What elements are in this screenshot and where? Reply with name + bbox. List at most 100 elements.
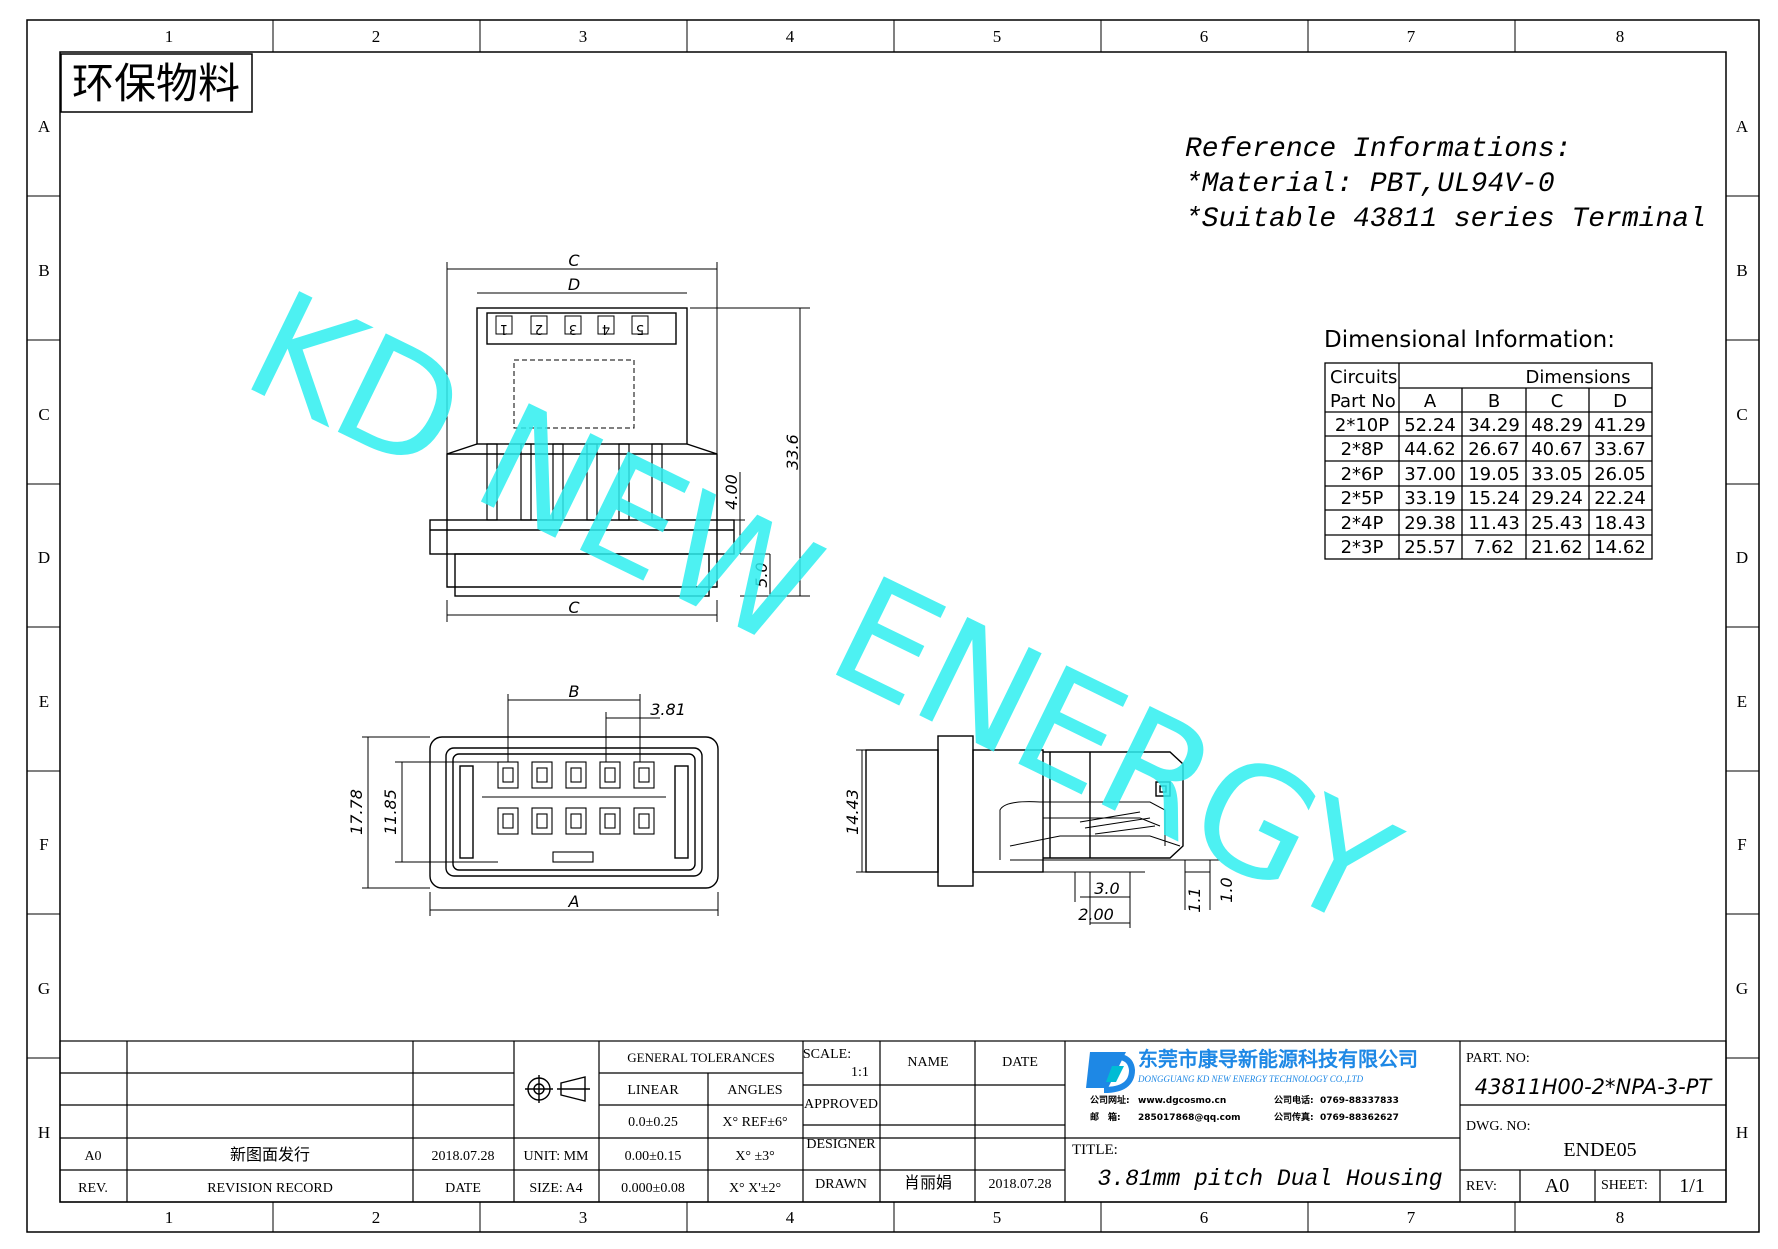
col-label: 8 bbox=[1616, 1208, 1625, 1227]
table-cell: 33.67 bbox=[1594, 439, 1646, 460]
eco-label-box bbox=[60, 53, 253, 113]
table-cell: 25.43 bbox=[1531, 513, 1583, 534]
dim-table-grid bbox=[1324, 362, 1653, 560]
col-label: 2 bbox=[372, 27, 381, 46]
dim-h-total: 33.6 bbox=[783, 434, 802, 470]
table-cell: 21.62 bbox=[1531, 537, 1583, 558]
row-label: G bbox=[1736, 979, 1748, 998]
top-view-labels: C D C 33.6 4.00 5.0 bbox=[568, 251, 802, 617]
title-value: 3.81mm pitch Dual Housing bbox=[1097, 1166, 1442, 1192]
fax-label: 公司传真: bbox=[1274, 1111, 1314, 1123]
dim-info-heading: Dimensional Information: bbox=[1324, 327, 1615, 353]
dim-2-00: 2.00 bbox=[1078, 905, 1114, 924]
part-no-label: PART. NO: bbox=[1466, 1051, 1530, 1066]
top-view bbox=[429, 262, 810, 622]
row-label: A bbox=[38, 117, 51, 136]
unit-label: UNIT: MM bbox=[523, 1149, 589, 1164]
pin-number: 1 bbox=[500, 321, 508, 336]
table-cell: 29.24 bbox=[1531, 488, 1583, 509]
col-label: 6 bbox=[1200, 1208, 1209, 1227]
date-label-2: DATE bbox=[1002, 1055, 1038, 1070]
column-labels-bottom: 1 2 3 4 5 6 7 8 bbox=[165, 1208, 1625, 1227]
table-cell: 14.62 bbox=[1594, 537, 1646, 558]
table-cell: 37.00 bbox=[1404, 464, 1456, 485]
pin-number: 3 bbox=[569, 321, 577, 336]
phone-value: 0769-88337833 bbox=[1320, 1096, 1399, 1106]
rev-value: A0 bbox=[84, 1149, 101, 1164]
general-tol-label: GENERAL TOLERANCES bbox=[627, 1050, 774, 1065]
company-contact: 公司网址: www.dgcosmo.cn 公司电话: 0769-88337833… bbox=[1090, 1094, 1399, 1123]
row-label: H bbox=[38, 1123, 50, 1142]
phone-label: 公司电话: bbox=[1274, 1094, 1314, 1106]
col-label: 1 bbox=[165, 27, 174, 46]
row-labels-left: A B C D E F G H bbox=[38, 117, 51, 1142]
side-view bbox=[856, 735, 1220, 928]
col-header: D bbox=[1613, 391, 1627, 412]
scale-value: 1:1 bbox=[851, 1065, 869, 1080]
revision-text: 新图面发行 bbox=[230, 1146, 310, 1164]
row-label: H bbox=[1736, 1123, 1748, 1142]
pin-numbers: 1 2 3 4 5 bbox=[500, 321, 644, 336]
dwg-no-label: DWG. NO: bbox=[1466, 1119, 1531, 1134]
dim-c-top: C bbox=[568, 251, 580, 270]
tol-linear: 0.000±0.08 bbox=[621, 1181, 685, 1196]
table-cell: 2*8P bbox=[1341, 439, 1384, 460]
title-block-text: A0 新图面发行 2018.07.28 REV. REVISION RECORD… bbox=[78, 1047, 1051, 1196]
table-cell: 26.05 bbox=[1594, 464, 1646, 485]
column-labels-top: 1 2 3 4 5 6 7 8 bbox=[165, 27, 1625, 46]
dim-h-inner: 11.85 bbox=[381, 789, 400, 835]
row-label: C bbox=[1736, 405, 1747, 424]
table-cell: 34.29 bbox=[1468, 415, 1520, 436]
company-logo-icon bbox=[1086, 1052, 1136, 1093]
drawn-label: DRAWN bbox=[815, 1177, 867, 1192]
part-no-label: Part No bbox=[1330, 391, 1396, 412]
tol-angles: X° REF±6° bbox=[722, 1115, 787, 1130]
row-label: D bbox=[38, 548, 50, 567]
tol-linear: 0.00±0.15 bbox=[625, 1149, 682, 1164]
company-name-en: DONGGUANG KD NEW ENERGY TECHNOLOGY CO.,L… bbox=[1137, 1074, 1364, 1084]
table-cell: 52.24 bbox=[1404, 415, 1456, 436]
table-cell: 2*6P bbox=[1341, 464, 1384, 485]
dim-1-0: 1.0 bbox=[1217, 877, 1236, 902]
row-label: F bbox=[39, 835, 48, 854]
linear-label: LINEAR bbox=[627, 1083, 679, 1098]
col-header: B bbox=[1488, 391, 1500, 412]
company-name-cn: 东莞市康导新能源科技有限公司 bbox=[1138, 1047, 1418, 1071]
fax-value: 0769-88362627 bbox=[1320, 1113, 1399, 1123]
date-label: DATE bbox=[445, 1181, 481, 1196]
rev-value-2: A0 bbox=[1545, 1175, 1569, 1197]
row-label: F bbox=[1737, 835, 1746, 854]
column-grid bbox=[272, 20, 1516, 1232]
rev-label: REV. bbox=[78, 1181, 108, 1196]
dim-pitch: 3.81 bbox=[650, 700, 686, 719]
col-label: 5 bbox=[993, 1208, 1002, 1227]
revision-record-label: REVISION RECORD bbox=[207, 1181, 333, 1196]
tol-linear: 0.0±0.25 bbox=[628, 1115, 678, 1130]
dim-c-bottom: C bbox=[568, 598, 580, 617]
dim-a: A bbox=[568, 892, 580, 911]
col-label: 4 bbox=[786, 27, 795, 46]
table-cell: 22.24 bbox=[1594, 488, 1646, 509]
name-label: NAME bbox=[907, 1055, 948, 1070]
rev-label-2: REV: bbox=[1466, 1179, 1497, 1194]
email-value: 285017868@qq.com bbox=[1138, 1113, 1241, 1123]
table-cell: 7.62 bbox=[1474, 537, 1514, 558]
circuits-label: Circuits bbox=[1330, 367, 1397, 388]
approved-label: APPROVED bbox=[804, 1097, 878, 1112]
pin-number: 2 bbox=[535, 321, 543, 336]
table-cell: 11.43 bbox=[1468, 513, 1520, 534]
col-label: 2 bbox=[372, 1208, 381, 1227]
col-label: 1 bbox=[165, 1208, 174, 1227]
dim-table: Circuits Part No Dimensions A B C D 2*10… bbox=[1330, 367, 1646, 558]
table-cell: 19.05 bbox=[1468, 464, 1520, 485]
table-cell: 2*5P bbox=[1341, 488, 1384, 509]
reference-material: *Material: PBT,UL94V-0 bbox=[1185, 169, 1555, 200]
row-label: B bbox=[1736, 261, 1747, 280]
tol-angles: X° X'±2° bbox=[729, 1181, 781, 1196]
row-label: E bbox=[1737, 692, 1747, 711]
table-cell: 18.43 bbox=[1594, 513, 1646, 534]
col-header: A bbox=[1424, 391, 1437, 412]
col-header: C bbox=[1551, 391, 1564, 412]
dim-d-top: D bbox=[568, 275, 580, 294]
